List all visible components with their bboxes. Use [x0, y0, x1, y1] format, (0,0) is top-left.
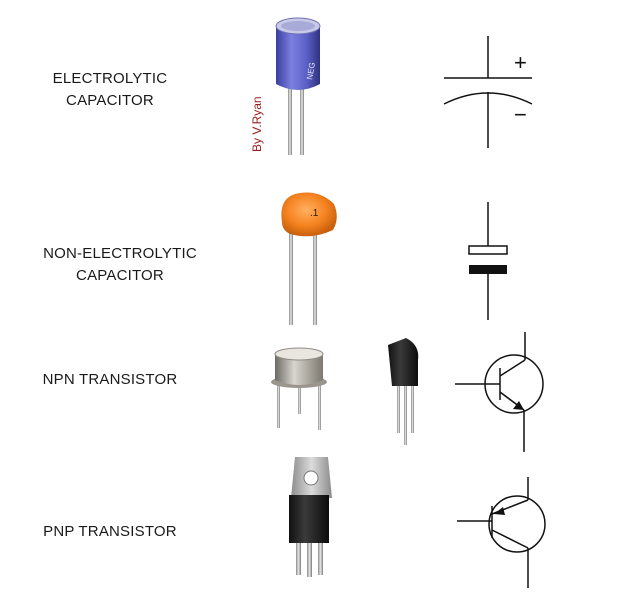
plus-sign: +: [514, 50, 527, 75]
label-npn-transistor: NPN TRANSISTOR: [30, 369, 190, 391]
to92-transistor-photo: [388, 338, 419, 445]
label-pnp-transistor: PNP TRANSISTOR: [30, 521, 190, 543]
pnp-arrow: [494, 507, 505, 515]
non-electrolytic-capacitor-symbol: [468, 202, 508, 320]
pnp-transistor-symbol: [457, 477, 546, 588]
to220-transistor-photo: [289, 457, 332, 577]
electrolytic-capacitor-symbol: [443, 36, 533, 148]
label-line: PNP TRANSISTOR: [43, 523, 177, 540]
minus-sign: −: [514, 102, 527, 127]
npn-transistor-symbol: [455, 332, 544, 452]
npn-arrow: [513, 401, 524, 410]
label-line: NON-ELECTROLYTIC: [43, 245, 197, 262]
label-line: ELECTROLYTIC: [52, 70, 168, 87]
label-line: CAPACITOR: [66, 92, 154, 109]
label-line: CAPACITOR: [76, 267, 164, 284]
electrolytic-capacitor-photo: NEG: [275, 17, 321, 155]
electrolytic-marking: NEG: [305, 62, 317, 81]
ceramic-marking: .1: [310, 208, 319, 219]
label-non-electrolytic-capacitor: NON-ELECTROLYTIC CAPACITOR: [20, 243, 220, 287]
label-electrolytic-capacitor: ELECTROLYTIC CAPACITOR: [30, 68, 190, 112]
metal-can-transistor-photo: [271, 347, 327, 430]
label-line: NPN TRANSISTOR: [42, 371, 178, 388]
ceramic-capacitor-photo: .1: [281, 192, 337, 325]
